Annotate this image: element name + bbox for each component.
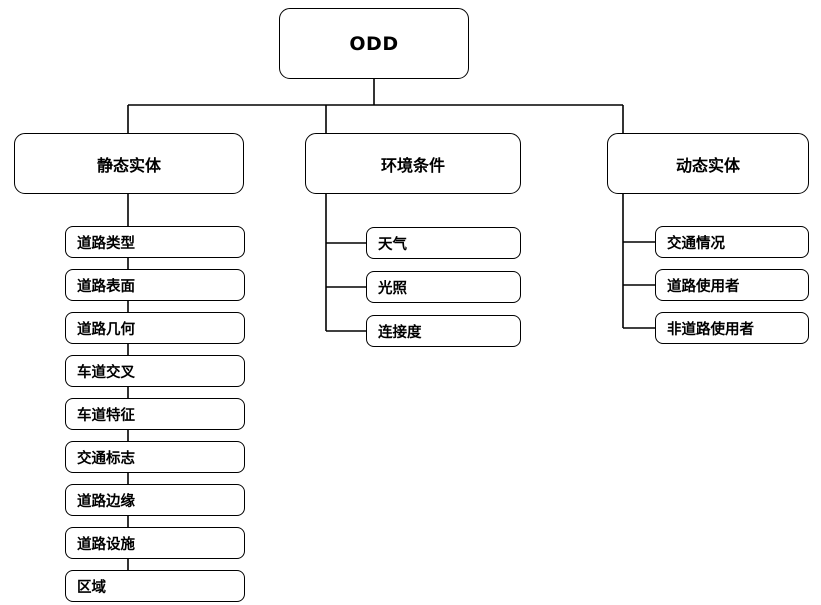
- node-leaf[interactable]: 区域: [65, 570, 245, 602]
- node-leaf-label: 交通标志: [77, 450, 135, 467]
- node-leaf-label: 区域: [77, 579, 106, 596]
- node-leaf-label: 非道路使用者: [667, 321, 754, 338]
- node-leaf-label: 道路类型: [77, 235, 135, 252]
- node-leaf-label: 车道交叉: [77, 364, 135, 381]
- node-branch-label: 动态实体: [675, 155, 740, 175]
- node-leaf[interactable]: 交通标志: [65, 441, 245, 473]
- node-leaf[interactable]: 天气: [366, 227, 521, 259]
- node-leaf-label: 光照: [378, 280, 407, 297]
- node-leaf-label: 道路边缘: [77, 493, 135, 510]
- node-leaf[interactable]: 交通情况: [655, 226, 809, 258]
- node-root-label: ODD: [349, 32, 399, 55]
- node-leaf[interactable]: 道路表面: [65, 269, 245, 301]
- node-branch-label: 环境条件: [380, 155, 445, 175]
- node-leaf-label: 道路设施: [77, 536, 135, 553]
- node-leaf[interactable]: 非道路使用者: [655, 312, 809, 344]
- node-branch-dynamic-entities[interactable]: 动态实体: [607, 133, 809, 194]
- node-leaf[interactable]: 道路类型: [65, 226, 245, 258]
- node-leaf-label: 道路使用者: [667, 278, 740, 295]
- node-leaf-label: 交通情况: [667, 235, 725, 252]
- node-branch-environmental-conditions[interactable]: 环境条件: [305, 133, 521, 194]
- node-leaf-label: 连接度: [378, 324, 422, 341]
- node-leaf[interactable]: 光照: [366, 271, 521, 303]
- node-leaf[interactable]: 车道特征: [65, 398, 245, 430]
- node-leaf[interactable]: 车道交叉: [65, 355, 245, 387]
- node-branch-static-entities[interactable]: 静态实体: [14, 133, 244, 194]
- node-root-odd[interactable]: ODD: [279, 8, 469, 79]
- node-leaf[interactable]: 道路边缘: [65, 484, 245, 516]
- node-leaf[interactable]: 道路使用者: [655, 269, 809, 301]
- node-leaf[interactable]: 道路几何: [65, 312, 245, 344]
- node-branch-label: 静态实体: [96, 155, 161, 175]
- node-leaf-label: 道路表面: [77, 278, 135, 295]
- node-leaf-label: 车道特征: [77, 407, 135, 424]
- node-leaf-label: 道路几何: [77, 321, 135, 338]
- node-leaf[interactable]: 道路设施: [65, 527, 245, 559]
- node-leaf[interactable]: 连接度: [366, 315, 521, 347]
- node-leaf-label: 天气: [378, 236, 407, 253]
